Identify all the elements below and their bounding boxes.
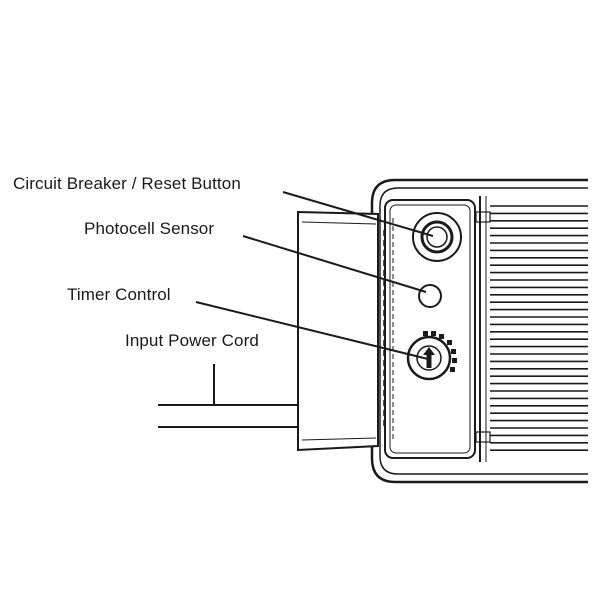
timer-control-label: Timer Control <box>67 285 171 304</box>
timer-dial <box>406 331 457 381</box>
photocell-sensor-label: Photocell Sensor <box>84 219 215 238</box>
vent-slats <box>490 205 588 452</box>
power-cord <box>158 404 298 428</box>
control-panel <box>383 199 476 459</box>
leader-timer <box>195 301 429 360</box>
input-power-cord-label: Input Power Cord <box>125 331 259 350</box>
photocell-sensor <box>418 284 442 308</box>
leader-lines <box>195 191 434 404</box>
circuit-breaker-label: Circuit Breaker / Reset Button <box>13 174 241 193</box>
vent-divider <box>475 196 491 462</box>
leader-circuit-breaker <box>282 191 434 237</box>
reset-button <box>412 212 462 262</box>
leader-photocell <box>242 235 427 293</box>
